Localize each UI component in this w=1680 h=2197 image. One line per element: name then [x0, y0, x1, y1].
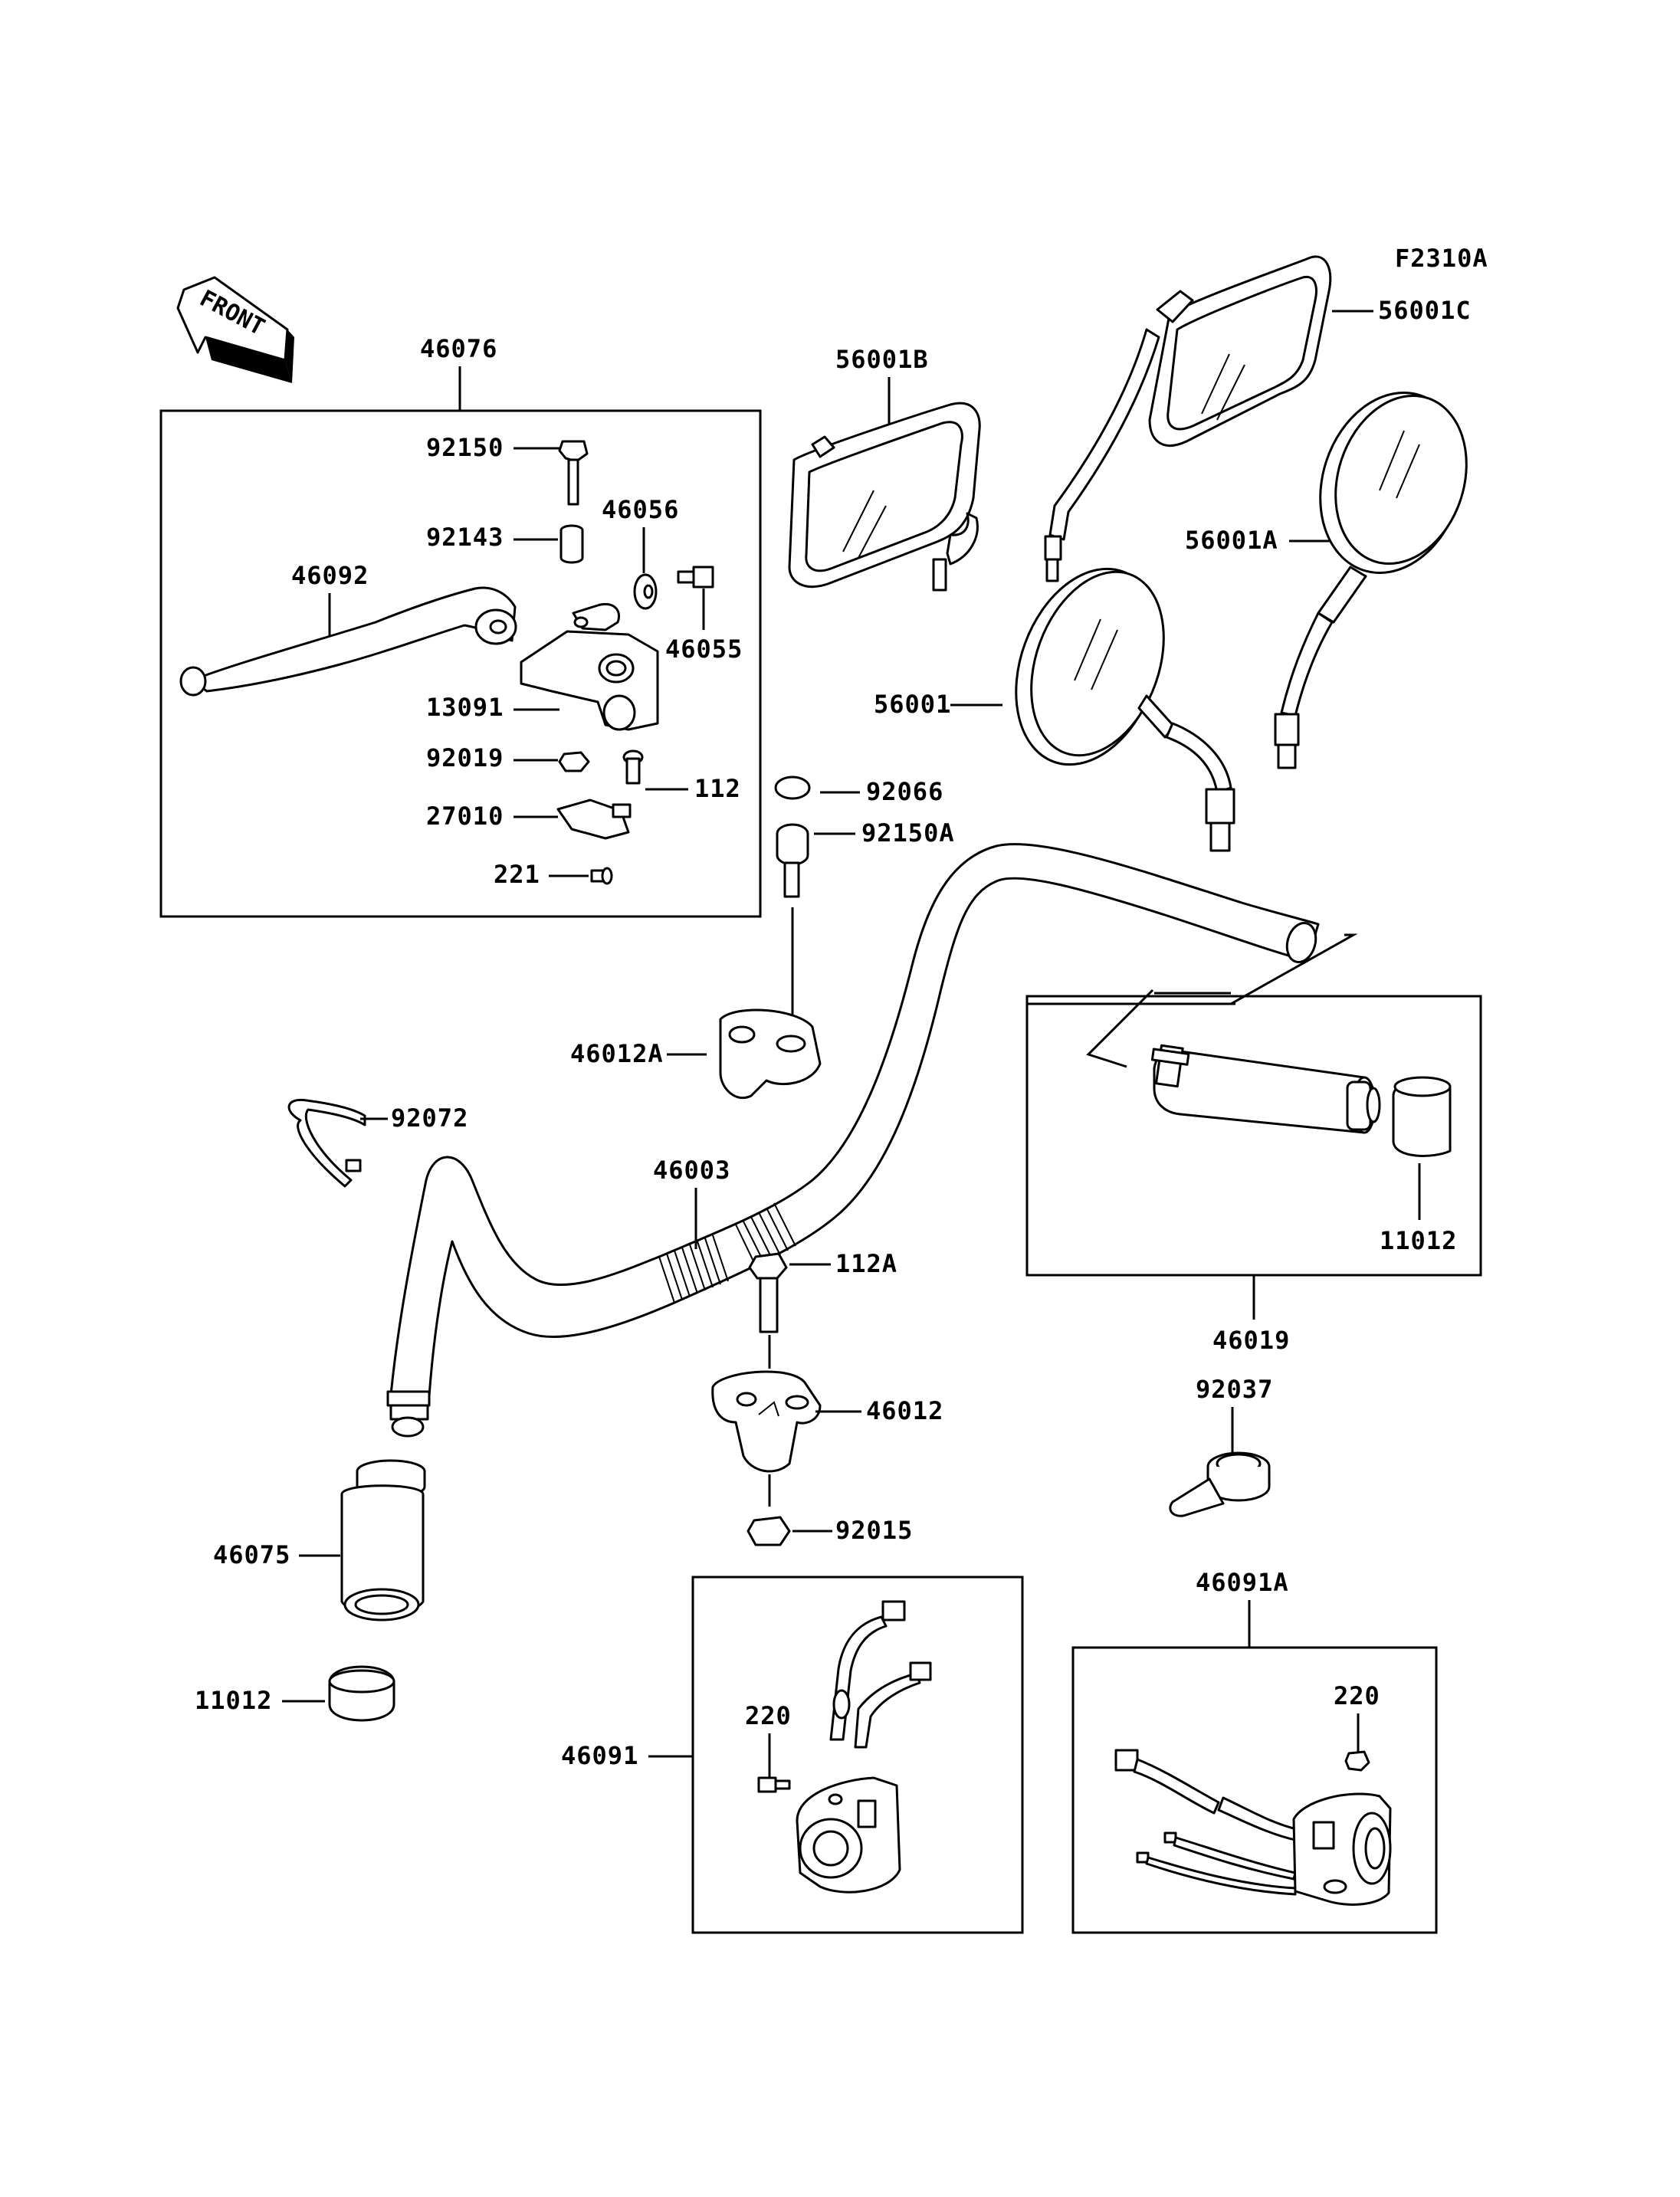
mirror-56001 — [1015, 567, 1235, 852]
end-cap-11012-right — [1392, 1076, 1452, 1157]
label-46076: 46076 — [420, 334, 497, 363]
figure-code: F2310A — [1395, 244, 1488, 273]
label-112A: 112A — [835, 1249, 897, 1278]
nut-46056 — [633, 573, 658, 610]
holder-46012A — [719, 1008, 822, 1100]
bolt-92150A — [776, 823, 809, 898]
label-11012-left: 11012 — [195, 1686, 272, 1715]
label-27010: 27010 — [426, 802, 504, 831]
label-46075: 46075 — [213, 1540, 290, 1569]
label-92072: 92072 — [391, 1103, 468, 1133]
label-56001B: 56001B — [835, 345, 929, 374]
label-220-right: 220 — [1334, 1681, 1380, 1710]
label-92150: 92150 — [426, 433, 504, 462]
label-13091: 13091 — [426, 693, 504, 722]
label-46091A: 46091A — [1196, 1568, 1289, 1597]
end-cap-11012-left — [328, 1665, 395, 1722]
right-switch-46091A — [1114, 1749, 1392, 1906]
mirror-56001B — [788, 402, 981, 592]
left-switch-box — [691, 1576, 1024, 1934]
label-92150A: 92150A — [861, 818, 955, 848]
label-46092: 46092 — [291, 561, 369, 590]
label-56001A: 56001A — [1185, 526, 1278, 555]
bolt-112A — [748, 1252, 788, 1333]
clutch-switch-27010 — [556, 798, 632, 840]
screw-112 — [622, 749, 644, 785]
band-92072 — [287, 1098, 366, 1188]
screw-46055 — [677, 566, 714, 589]
label-46012A: 46012A — [570, 1039, 664, 1068]
collar-92143 — [559, 524, 584, 564]
lever-holder-13091 — [520, 603, 659, 731]
mirror-56001C — [1044, 255, 1332, 582]
screw-220-left — [757, 1776, 791, 1793]
label-46019: 46019 — [1212, 1326, 1290, 1355]
throttle-grip-46019 — [1150, 1044, 1381, 1134]
nut-92019 — [558, 751, 590, 772]
label-92019: 92019 — [426, 743, 504, 772]
right-switch-box — [1071, 1646, 1438, 1934]
handlebar-46003 — [386, 843, 1320, 1438]
lever-assembly-box — [159, 409, 762, 918]
screw-220-right — [1344, 1750, 1370, 1772]
screw-221 — [590, 867, 613, 885]
left-grip-46075 — [340, 1459, 426, 1622]
label-92066: 92066 — [866, 777, 943, 806]
label-46091: 46091 — [561, 1741, 638, 1770]
label-92143: 92143 — [426, 523, 504, 552]
label-221: 221 — [494, 860, 540, 889]
cap-92066 — [774, 776, 811, 800]
label-56001C: 56001C — [1378, 296, 1472, 325]
label-46056: 46056 — [602, 495, 679, 524]
mirror-56001A — [1274, 392, 1468, 769]
label-46012: 46012 — [866, 1396, 943, 1425]
label-56001: 56001 — [874, 690, 951, 719]
clutch-lever-46092 — [179, 586, 517, 697]
holder-46012 — [711, 1370, 822, 1473]
collar-92037 — [1169, 1451, 1271, 1517]
label-46003: 46003 — [653, 1156, 730, 1185]
label-46055: 46055 — [665, 635, 743, 664]
left-switch-46091 — [796, 1600, 932, 1894]
bolt-92150 — [558, 440, 589, 506]
nut-92015 — [746, 1516, 791, 1546]
label-220-left: 220 — [745, 1701, 792, 1730]
label-92015: 92015 — [835, 1516, 913, 1545]
label-11012-right: 11012 — [1380, 1226, 1457, 1255]
label-92037: 92037 — [1196, 1375, 1273, 1404]
label-112: 112 — [694, 774, 741, 803]
front-arrow-icon: FRONT — [176, 276, 294, 383]
